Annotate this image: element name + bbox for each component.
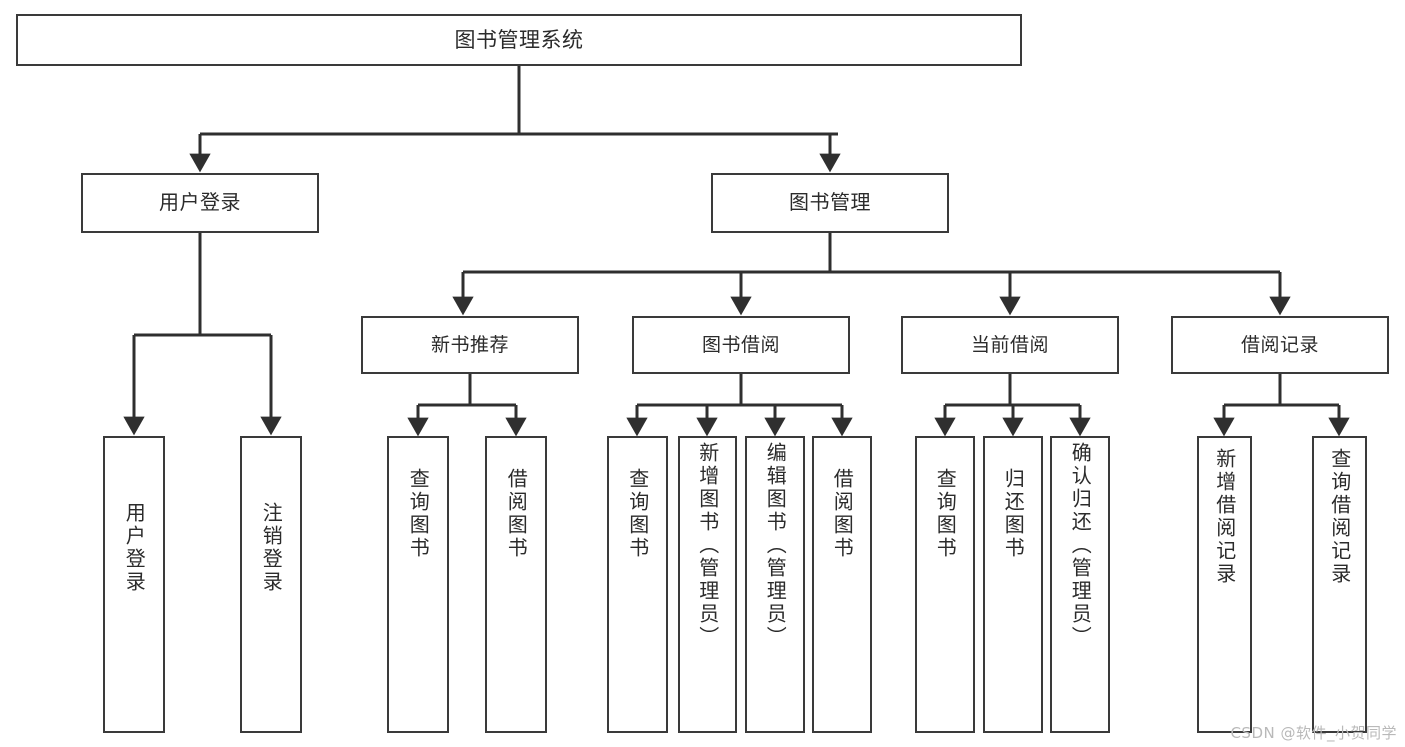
node-leaf-confirm-return[interactable]: 确认归还（管理员）	[1050, 436, 1110, 733]
node-label: 图书借阅	[701, 333, 780, 356]
node-label: 借阅记录	[1240, 333, 1319, 356]
node-borrow-records[interactable]: 借阅记录	[1171, 316, 1389, 374]
node-leaf-query-record[interactable]: 查询借阅记录	[1312, 436, 1367, 733]
node-label: 查询图书	[625, 468, 650, 560]
node-leaf-user-login[interactable]: 用户登录	[103, 436, 165, 733]
node-leaf-return-book[interactable]: 归还图书	[983, 436, 1043, 733]
node-leaf-logout[interactable]: 注销登录	[240, 436, 302, 733]
node-label: 用户登录	[122, 502, 147, 594]
node-root-system[interactable]: 图书管理系统	[16, 14, 1022, 66]
node-leaf-query-book-2[interactable]: 查询图书	[607, 436, 668, 733]
node-leaf-query-book-3[interactable]: 查询图书	[915, 436, 975, 733]
node-label: 归还图书	[1001, 468, 1026, 560]
node-leaf-add-record[interactable]: 新增借阅记录	[1197, 436, 1252, 733]
node-leaf-add-book[interactable]: 新增图书（管理员）	[678, 436, 737, 733]
node-label: 图书管理	[789, 190, 871, 215]
node-label: 借阅图书	[830, 468, 855, 560]
node-leaf-edit-book[interactable]: 编辑图书（管理员）	[745, 436, 805, 733]
node-label: 新增图书（管理员）	[695, 442, 720, 649]
node-new-book-recommend[interactable]: 新书推荐	[361, 316, 579, 374]
node-label: 用户登录	[159, 190, 241, 215]
node-label: 查询图书	[933, 468, 958, 560]
node-label: 新书推荐	[430, 333, 509, 356]
node-leaf-borrow-book-1[interactable]: 借阅图书	[485, 436, 547, 733]
node-leaf-query-book-1[interactable]: 查询图书	[387, 436, 449, 733]
node-book-manage[interactable]: 图书管理	[711, 173, 949, 233]
node-current-borrow[interactable]: 当前借阅	[901, 316, 1119, 374]
node-leaf-borrow-book-2[interactable]: 借阅图书	[812, 436, 872, 733]
node-label: 借阅图书	[504, 468, 529, 560]
node-label: 编辑图书（管理员）	[763, 442, 788, 649]
node-label: 注销登录	[259, 502, 284, 594]
node-label: 查询图书	[406, 468, 431, 560]
node-label: 图书管理系统	[454, 27, 584, 52]
node-book-borrow[interactable]: 图书借阅	[632, 316, 850, 374]
node-label: 确认归还（管理员）	[1068, 442, 1093, 649]
node-label: 当前借阅	[970, 333, 1049, 356]
node-user-login[interactable]: 用户登录	[81, 173, 319, 233]
node-label: 新增借阅记录	[1212, 448, 1237, 586]
watermark-text: CSDN @软件_小贺同学	[1230, 724, 1397, 742]
node-label: 查询借阅记录	[1327, 448, 1352, 586]
